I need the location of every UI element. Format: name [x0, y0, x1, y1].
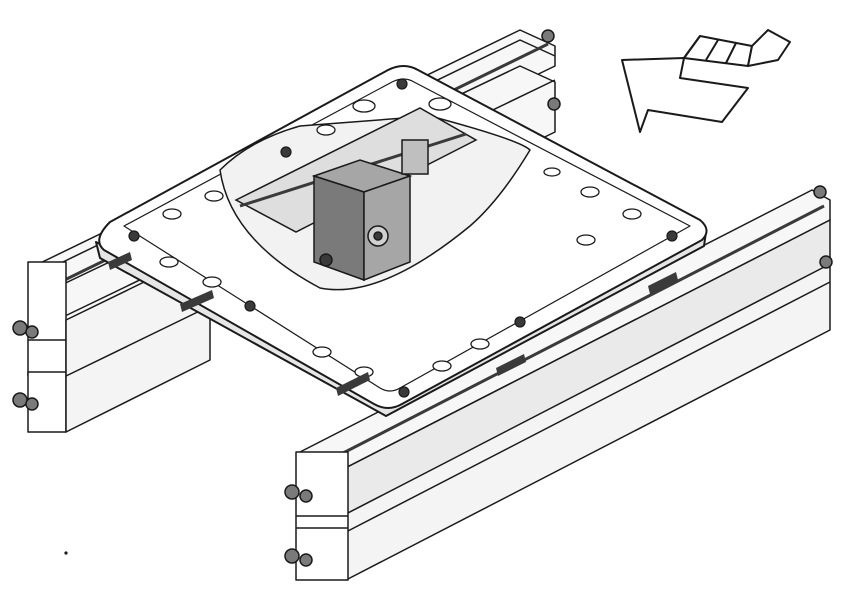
stray-dot — [64, 551, 68, 555]
bolt-icon — [284, 185, 833, 567]
screw-icon — [128, 78, 678, 398]
rail-slot — [108, 252, 678, 396]
mounting-hole — [159, 97, 642, 378]
bolt-icon — [12, 29, 561, 411]
hollow-arrow-left-icon — [621, 29, 791, 133]
front-rail — [295, 189, 831, 581]
drive-block — [311, 139, 429, 282]
